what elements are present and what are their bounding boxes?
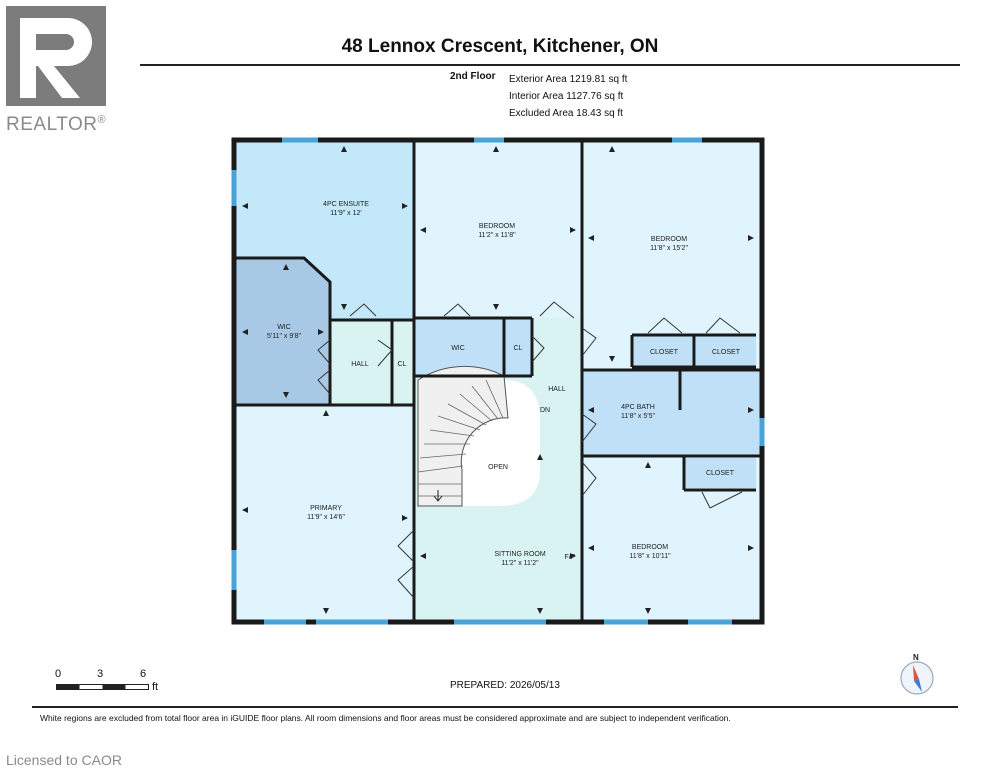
scale-tick-0: 0 [55,668,62,680]
stair-down-arrow [433,490,443,502]
room-bedroom-2 [582,142,760,370]
exterior-area: Exterior Area 1219.81 sq ft [509,74,628,85]
excluded-area: Excluded Area 18.43 sq ft [509,108,623,119]
interior-area: Interior Area 1127.76 sq ft [509,91,624,102]
label-bedroom-1: BEDROOM [479,223,515,230]
footer-divider [32,706,958,708]
label-primary: PRIMARY [310,505,342,512]
label-cl-2: CL [514,345,523,352]
room-hall-upper [330,320,414,405]
windows [231,137,765,625]
label-hall-2: HALL [548,386,566,393]
room-closet-2 [696,335,756,367]
label-fp: F/P [565,554,576,561]
room-closet-3 [684,458,756,488]
dims-wic-1: 5'11" x 9'8" [267,333,301,340]
interior-walls [236,140,760,620]
dims-ensuite: 11'9" x 12' [330,210,362,217]
label-closet-3: CLOSET [706,470,735,477]
prepared-date: PREPARED: 2026/05/13 [450,680,560,691]
scale-unit: ft [152,681,159,693]
label-bedroom-2: BEDROOM [651,236,687,243]
room-closet-1 [632,335,694,367]
scale-tick-6: 6 [140,668,147,680]
room-bedroom-1 [414,142,582,318]
stair-treads [417,379,504,497]
dims-bath: 11'8" x 5'5" [621,413,655,420]
disclaimer: White regions are excluded from total fl… [40,713,731,723]
scale-bar-graphic [56,684,149,690]
scale-tick-3: 3 [97,668,104,680]
dimension-markers [242,146,754,614]
room-primary [236,405,414,620]
room-wic-primary [236,258,330,405]
dims-bedroom-2: 11'8" x 15'2" [650,245,688,252]
compass-north-label: N [913,653,919,662]
label-closet-1: CLOSET [650,349,679,356]
room-bath [582,370,760,456]
label-hall-1: HALL [351,361,369,368]
dims-bedroom-3: 11'8" x 10'11" [629,553,671,560]
page-title: 48 Lennox Crescent, Kitchener, ON [341,36,659,57]
label-open: OPEN [488,464,508,471]
dims-primary: 11'9" x 14'6" [307,514,345,521]
license-notice: Licensed to CAOR [6,752,122,768]
floor-name: 2nd Floor [450,71,496,82]
label-bath: 4PC BATH [621,404,655,411]
dims-bedroom-1: 11'2" x 11'8" [478,232,516,239]
title-divider [140,64,960,66]
staircase [417,365,509,507]
label-bedroom-3: BEDROOM [632,544,668,551]
label-wic-2: WIC [451,345,465,352]
label-dn: DN [540,407,550,414]
area-summary: Exterior Area 1219.81 sq ft Interior Are… [509,71,627,122]
scale-bar: 0 3 6 ft [40,668,180,698]
realtor-wordmark: REALTOR® [6,114,107,135]
compass-needle-south [914,679,922,692]
label-sitting: SITTING ROOM [494,551,546,558]
label-cl-1: CL [398,361,407,368]
compass: N [898,652,940,698]
compass-needle-north [913,665,919,681]
realtor-logo: REALTOR® [6,6,107,135]
label-wic-1: WIC [277,324,291,331]
label-ensuite: 4PC ENSUITE [323,201,369,208]
realtor-logo-mark [6,6,106,106]
label-closet-2: CLOSET [712,349,741,356]
dims-sitting: 11'2" x 11'2" [501,560,539,567]
door-swings [317,301,743,599]
